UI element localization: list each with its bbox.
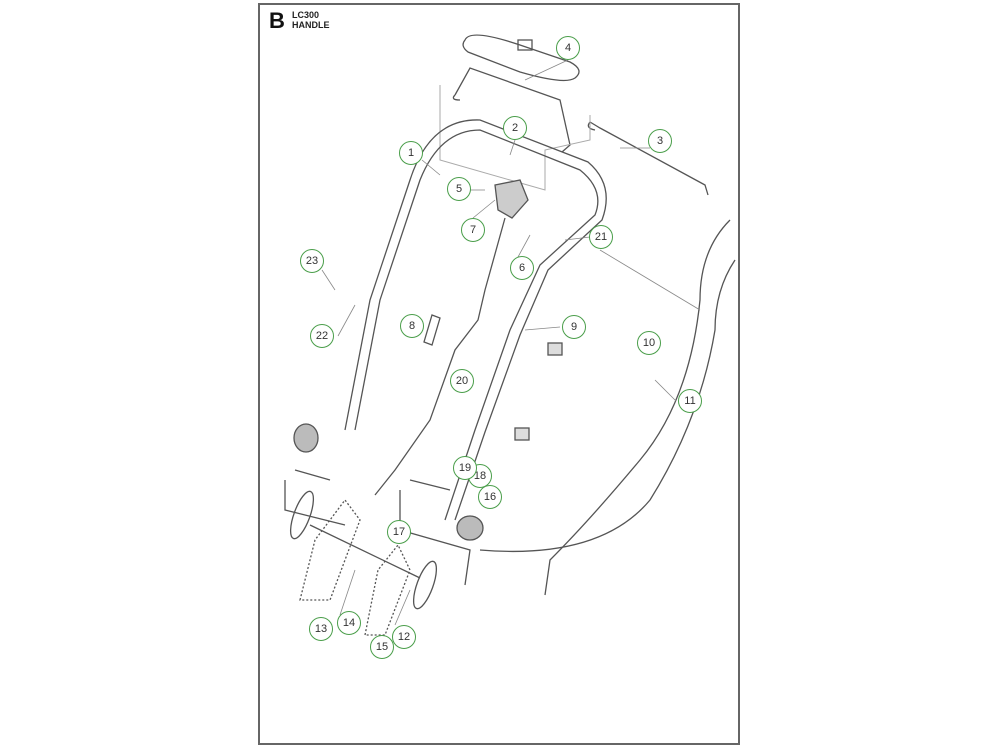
- cable-clip-9-part: [547, 342, 563, 356]
- callout-16[interactable]: 16: [478, 485, 502, 509]
- model-name: LC300: [292, 10, 320, 20]
- upper-handle-part: [354, 129, 599, 521]
- cable-clip-lower-part: [514, 427, 530, 441]
- grip-clip-part: [517, 39, 533, 51]
- callout-12[interactable]: 12: [392, 625, 416, 649]
- callout-6[interactable]: 6: [510, 256, 534, 280]
- callout-8[interactable]: 8: [400, 314, 424, 338]
- callout-1[interactable]: 1: [399, 141, 423, 165]
- callout-22[interactable]: 22: [310, 324, 334, 348]
- callout-9[interactable]: 9: [562, 315, 586, 339]
- callout-4[interactable]: 4: [556, 36, 580, 60]
- lower-guide-left: [284, 469, 346, 526]
- diagram-title: HANDLE: [292, 20, 330, 30]
- callout-11[interactable]: 11: [678, 389, 702, 413]
- throttle-control-part: [494, 179, 529, 219]
- bail-hook: [452, 94, 461, 101]
- callout-2[interactable]: 2: [503, 116, 527, 140]
- rod-part: [587, 121, 709, 196]
- leader-lines: [321, 59, 701, 626]
- lower-handle-left: [299, 498, 361, 601]
- callout-3[interactable]: 3: [648, 129, 672, 153]
- diagram-heading: LC300 HANDLE: [292, 10, 330, 30]
- lower-guide-right: [399, 479, 471, 586]
- lower-handle-right: [364, 543, 411, 636]
- callout-14[interactable]: 14: [337, 611, 361, 635]
- callout-21[interactable]: 21: [589, 225, 613, 249]
- section-letter: B: [269, 8, 285, 33]
- slot-plate-left: [289, 490, 315, 540]
- callout-19[interactable]: 19: [453, 456, 477, 480]
- knob-right-part: [456, 515, 484, 541]
- bail-wire-part: [454, 67, 571, 153]
- throttle-cable-part: [374, 217, 506, 496]
- callout-20[interactable]: 20: [450, 369, 474, 393]
- callout-17[interactable]: 17: [387, 520, 411, 544]
- bolt-axis: [309, 524, 421, 579]
- callout-13[interactable]: 13: [309, 617, 333, 641]
- slot-plate-right: [412, 560, 438, 610]
- callout-15[interactable]: 15: [370, 635, 394, 659]
- drive-cable-part: [544, 219, 731, 596]
- brake-cable-part: [479, 259, 736, 553]
- handle-grip-part: [462, 34, 580, 82]
- cable-clip-part: [423, 314, 441, 346]
- knob-left-part: [293, 423, 319, 453]
- callout-10[interactable]: 10: [637, 331, 661, 355]
- callout-5[interactable]: 5: [447, 177, 471, 201]
- callout-23[interactable]: 23: [300, 249, 324, 273]
- diagram-frame: [258, 3, 740, 745]
- callout-7[interactable]: 7: [461, 218, 485, 242]
